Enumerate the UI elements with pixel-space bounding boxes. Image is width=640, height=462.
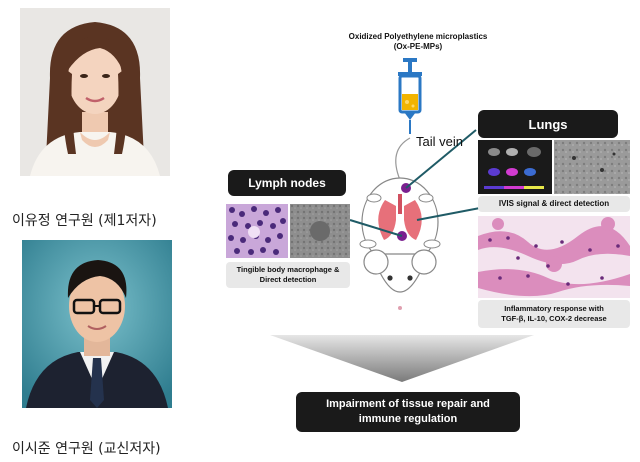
- down-arrow-icon: [270, 335, 534, 382]
- lymph-nodes-caption-line1: Tingible body macrophage &: [236, 264, 340, 274]
- lymph-nodes-caption-line2: Direct detection: [259, 275, 317, 284]
- injection-site-label: Tail vein: [416, 134, 463, 149]
- conclusion-box: Impairment of tissue repair and immune r…: [296, 392, 520, 432]
- substance-abbr: (Ox-PE-MPs): [393, 42, 443, 51]
- lymph-node-histology-image: [226, 204, 288, 258]
- researcher-photo-2: [22, 240, 172, 408]
- lymph-nodes-caption: Tingible body macrophage & Direct detect…: [226, 262, 350, 288]
- conclusion-line2: immune regulation: [358, 413, 458, 425]
- mouse-icon: [359, 177, 441, 310]
- lymph-nodes-title: Lymph nodes: [228, 170, 346, 196]
- lymph-node-detection-image: [290, 204, 350, 258]
- lung-histology-image: [478, 216, 630, 298]
- inflammation-caption-line1: Inflammatory response with: [504, 303, 604, 313]
- inflammation-caption: Inflammatory response with TGF-β, IL-10,…: [478, 300, 630, 328]
- ivis-caption: IVIS signal & direct detection: [478, 196, 630, 212]
- lungs-title: Lungs: [478, 110, 618, 138]
- researcher-caption-1: 이유정 연구원 (제1저자): [12, 213, 157, 229]
- substance-name: Oxidized Polyethylene microplastics: [348, 32, 488, 41]
- researcher-caption-2: 이시준 연구원 (교신저자): [12, 441, 161, 457]
- inflammation-caption-line2: TGF-β, IL-10, COX-2 decrease: [501, 314, 607, 323]
- graphical-abstract: Oxidized Polyethylene microplastics (Ox-…: [222, 30, 634, 450]
- syringe-icon: [398, 58, 422, 134]
- diagram-drawing: [270, 58, 534, 382]
- researcher-photo-1: [20, 8, 170, 176]
- lung-detection-image: [554, 140, 630, 194]
- lung-ivis-image: [478, 140, 552, 194]
- conclusion-line1: Impairment of tissue repair and: [326, 398, 490, 411]
